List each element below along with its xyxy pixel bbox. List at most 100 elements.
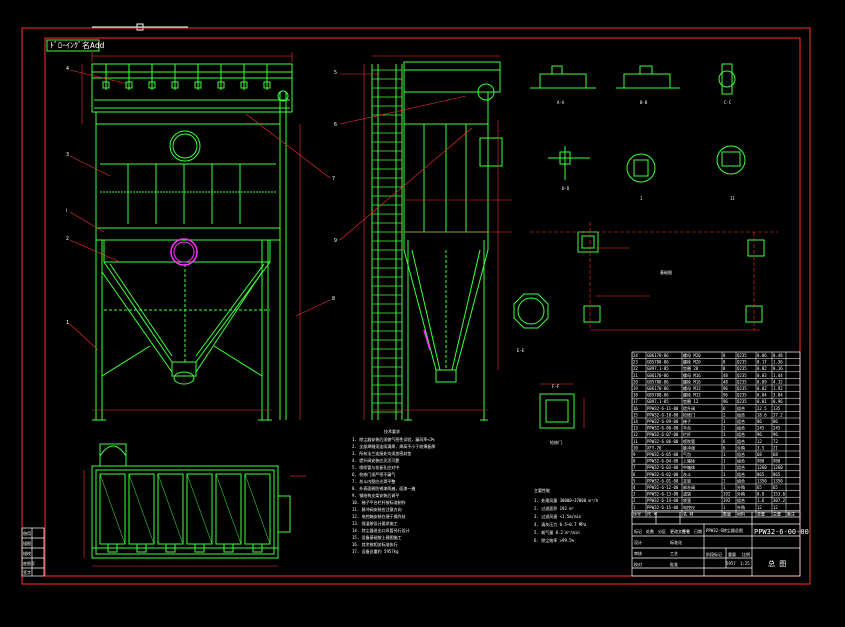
parts-cell: 0.02: [757, 366, 767, 371]
svg-text:基础图: 基础图: [660, 269, 672, 275]
parts-cell: PPW32-6-10-00: [647, 412, 679, 417]
parts-cell: Q235: [737, 399, 747, 404]
svg-text:8: 8: [332, 296, 335, 302]
parts-cell: 1.92: [773, 386, 783, 391]
note-line: 12. 电控箱安装在便于操作处: [352, 513, 406, 519]
svg-text:5957: 5957: [726, 561, 736, 566]
title-cell: 标准化: [670, 539, 682, 545]
parts-cell: 组合: [737, 425, 745, 431]
drawing-tag[interactable]: ﾄﾞﾛｰｲﾝｸﾞ名Add: [46, 39, 105, 52]
parts-cell: 1: [723, 478, 726, 483]
parts-header-cell: 数量: [723, 510, 731, 516]
parts-cell: 2: [723, 412, 726, 417]
parts-header-cell: 备注: [787, 510, 795, 516]
performance-specs: 主要性能 1. 处理风量 30000~37000 m³/h2. 过滤面积 192…: [534, 487, 599, 543]
parts-cell: 14: [633, 419, 638, 424]
parts-cell: 1: [723, 505, 726, 510]
parts-cell: 1: [723, 465, 726, 470]
parts-cell: 1.44: [773, 373, 783, 378]
note-line: 3. 所有法兰连接处均须加密封垫: [352, 450, 411, 456]
svg-text:C-C: C-C: [724, 100, 732, 105]
title-cell: 批准: [670, 561, 678, 567]
parts-cell: 螺栓 M16: [683, 378, 701, 384]
parts-cell: 12: [757, 439, 762, 444]
inner-frame: [44, 37, 801, 577]
note-line: 7. 灰斗内壁应光滑平整: [352, 478, 395, 484]
parts-cell: GB6170-86: [647, 353, 669, 358]
parts-cell: 气包: [683, 451, 691, 457]
parts-cell: 组合: [737, 405, 745, 411]
parts-cell: 1: [633, 505, 636, 510]
parts-cell: 1: [723, 419, 726, 424]
parts-cell: 11: [633, 439, 638, 444]
svg-text:重量: 重量: [728, 551, 736, 557]
parts-cell: 1.6: [757, 498, 765, 503]
svg-text:6: 6: [334, 122, 337, 128]
parts-cell: 16: [633, 406, 638, 411]
svg-text:比例: 比例: [742, 551, 750, 557]
parts-cell: 螺栓 M12: [683, 392, 701, 398]
parts-header-cell: 材料: [737, 510, 745, 516]
parts-cell: 86: [773, 419, 778, 424]
parts-cell: 12: [757, 505, 762, 510]
parts-cell: 0.48: [773, 353, 783, 358]
parts-cell: 22: [633, 366, 638, 371]
spec-line: 1. 处理风量 30000~37000 m³/h: [534, 497, 599, 503]
parts-cell: 组合: [737, 438, 745, 444]
parts-cell: 中箱体: [683, 464, 695, 470]
parts-cell: GB6170-86: [647, 386, 669, 391]
parts-cell: 组合: [737, 464, 745, 470]
parts-cell: 65: [773, 485, 778, 490]
title-cell: 签名: [682, 528, 690, 534]
parts-cell: GB5780-86: [647, 379, 669, 384]
parts-cell: PPW32-6-14-00: [647, 498, 679, 503]
parts-cell: 检修门: [683, 411, 695, 417]
plan-view: [91, 443, 291, 559]
parts-cell: 喷吹管: [683, 438, 695, 444]
parts-cell: PPW32-6-07-00: [647, 432, 679, 437]
parts-cell: 96: [723, 393, 728, 398]
parts-cell: 滤袋: [683, 491, 691, 497]
viewport-indicator[interactable]: [92, 23, 188, 31]
parts-cell: 4: [633, 485, 636, 490]
parts-cell: 1: [723, 459, 726, 464]
parts-cell: 7: [633, 465, 636, 470]
parts-cell: 65: [757, 485, 762, 490]
parts-cell: 980: [773, 459, 781, 464]
parts-header-cell: 总重: [773, 510, 781, 516]
parts-cell: 48: [723, 373, 728, 378]
spec-line: 4. 清灰压力 0.5~0.7 MPa: [534, 521, 587, 527]
parts-cell: 18.6: [757, 412, 767, 417]
note-line: 16. 其余按相关标准执行: [352, 541, 398, 547]
title-block: [631, 511, 801, 577]
section-leaders: [530, 222, 778, 428]
parts-cell: 外购: [737, 444, 745, 450]
svg-text:技术要求: 技术要求: [384, 428, 400, 434]
parts-cell: 组合: [737, 418, 745, 424]
parts-cell: 96: [757, 432, 762, 437]
parts-cell: 68: [773, 452, 778, 457]
parts-cell: Q235: [737, 353, 747, 358]
parts-cell: 灰斗: [683, 471, 691, 477]
svg-text:B-B: B-B: [640, 100, 648, 105]
svg-text:底图号: 底图号: [23, 560, 35, 566]
parts-cell: 外购: [737, 491, 745, 497]
drawing-number: PPW32-6-00-00: [754, 528, 809, 536]
parts-cell: Q235: [737, 360, 747, 365]
parts-cell: 0.02: [757, 386, 767, 391]
parts-cell: 1: [723, 452, 726, 457]
parts-cell: Q235: [737, 366, 747, 371]
parts-cell: 307.2: [773, 498, 786, 503]
parts-cell: 上箱体: [683, 458, 695, 464]
parts-cell: 0.01: [757, 399, 767, 404]
parts-cell: 0.04: [757, 393, 767, 398]
parts-cell: GB97.1-85: [647, 366, 669, 371]
parts-cell: PPW32-6-04-00: [647, 459, 679, 464]
parts-cell: Q235: [737, 379, 747, 384]
title-cell: 标记: [634, 528, 642, 534]
svg-text:4: 4: [66, 66, 69, 72]
parts-cell: PPW32-6-03-00: [647, 465, 679, 470]
parts-cell: 0.09: [757, 379, 767, 384]
svg-text:描校: 描校: [23, 550, 31, 556]
